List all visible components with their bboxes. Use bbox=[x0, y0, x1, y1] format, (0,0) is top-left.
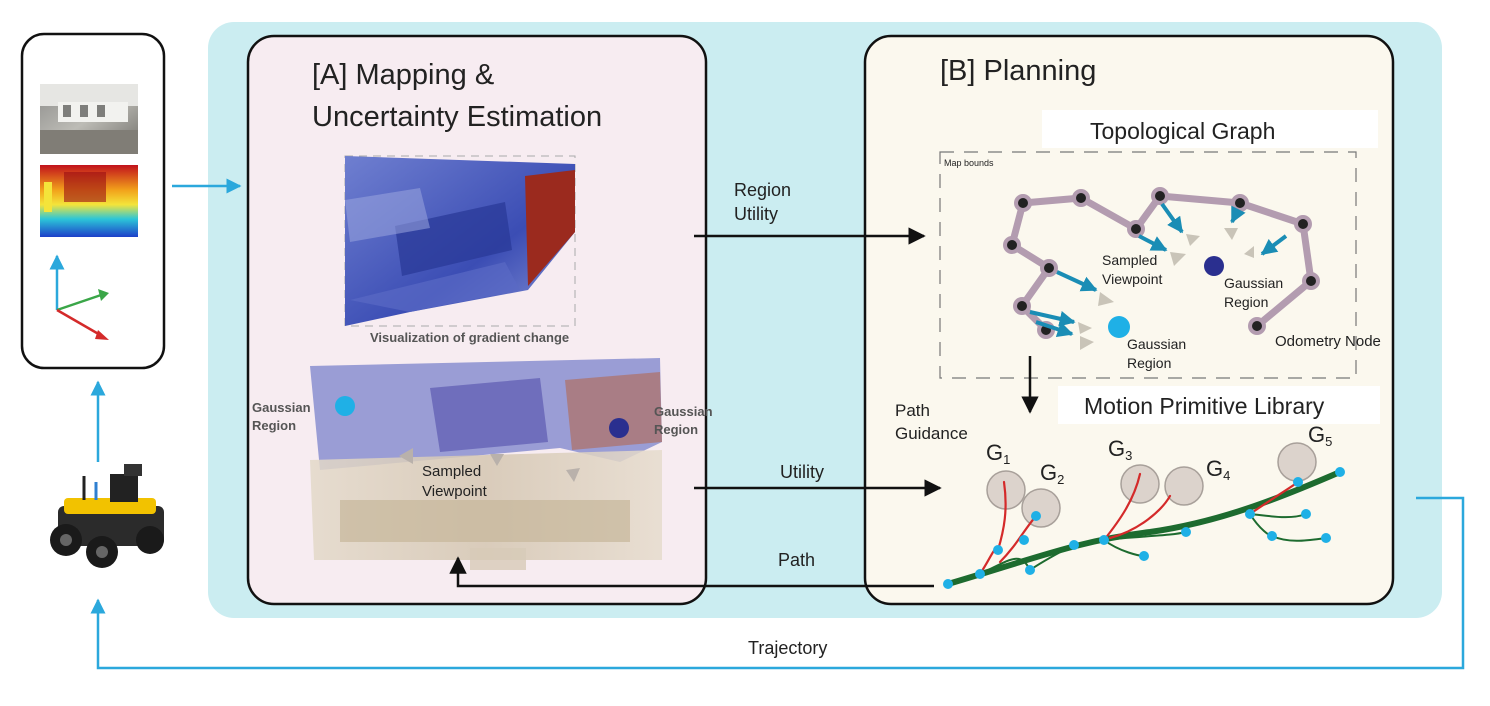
odometry-node bbox=[1248, 317, 1266, 335]
odometry-node bbox=[1040, 259, 1058, 277]
sampled-viewpoint-marker-3 bbox=[566, 468, 580, 482]
trajectory-arrow bbox=[90, 496, 1465, 670]
odometry-node bbox=[1231, 194, 1249, 212]
primitive-waypoint bbox=[1139, 551, 1149, 561]
gaussian-light-label-2: Region bbox=[1127, 355, 1171, 371]
primitive-waypoint bbox=[1245, 509, 1255, 519]
primitive-waypoint bbox=[1267, 531, 1277, 541]
sampled-viewpoint-marker-1 bbox=[399, 448, 413, 464]
panel-b-title: [B] Planning bbox=[940, 55, 1096, 87]
sampled-viewpoint-b-label-2: Viewpoint bbox=[1102, 271, 1163, 287]
map-bounds bbox=[939, 151, 1357, 379]
viewpoint-triangle bbox=[1080, 336, 1094, 350]
gaussian-right-label-1: Gaussian bbox=[654, 404, 713, 419]
panel-planning: [B] Planning Topological Graph Map bound… bbox=[863, 34, 1395, 606]
odometry-node bbox=[1072, 189, 1090, 207]
goal-circle-g3 bbox=[1120, 464, 1160, 504]
gaussian-left-label-2: Region bbox=[252, 418, 296, 433]
primitive-waypoint bbox=[1099, 535, 1109, 545]
primitive-waypoint bbox=[1069, 540, 1079, 550]
primitive-waypoint bbox=[993, 545, 1003, 555]
sampled-viewpoint-marker-2 bbox=[490, 454, 504, 466]
primitive-waypoint bbox=[1293, 477, 1303, 487]
odometry-node bbox=[1013, 297, 1031, 315]
panel-a-title-line1: [A] Mapping & bbox=[312, 59, 494, 91]
odometry-node bbox=[1014, 194, 1032, 212]
topological-graph-header bbox=[1042, 110, 1378, 148]
gaussian-region-left-marker bbox=[335, 396, 355, 416]
goal-labels: G1 G2 G3 G4 G5 bbox=[986, 422, 1332, 487]
gaussian-light-label-1: Gaussian bbox=[1127, 336, 1186, 352]
gaussian-region-right-marker bbox=[609, 418, 629, 438]
goal-label-g3: G3 bbox=[1108, 436, 1132, 463]
goal-label-g5: G5 bbox=[1308, 422, 1332, 449]
primitive-waypoint bbox=[1335, 467, 1345, 477]
goal-circle-g4 bbox=[1164, 466, 1204, 506]
path-guidance-label-2: Guidance bbox=[895, 424, 968, 443]
primitive-waypoints bbox=[943, 467, 1345, 589]
primitive-waypoint bbox=[1321, 533, 1331, 543]
primitive-waypoint bbox=[975, 569, 985, 579]
goal-circle-g5 bbox=[1277, 442, 1317, 482]
viz-caption: Visualization of gradient change bbox=[370, 330, 569, 345]
primitive-waypoint bbox=[1181, 527, 1191, 537]
primitive-waypoint bbox=[1019, 535, 1029, 545]
reconstruction-map bbox=[310, 358, 662, 570]
viewpoint-triangle bbox=[1098, 292, 1114, 306]
gaussian-left-label-1: Gaussian bbox=[252, 400, 311, 415]
map-bounds-label: Map bounds bbox=[944, 158, 994, 168]
viewpoint-triangle bbox=[1170, 252, 1186, 266]
gaussian-region-dark-marker bbox=[1204, 256, 1224, 276]
viewpoint-triangle bbox=[1078, 322, 1092, 334]
sampled-viewpoint-label-1: Sampled bbox=[422, 463, 481, 480]
robot-image bbox=[50, 464, 164, 568]
viewpoint-triangle bbox=[1186, 234, 1200, 246]
topological-graph-title: Topological Graph bbox=[1090, 118, 1275, 144]
path-label: Path bbox=[778, 550, 815, 570]
primitive-waypoint bbox=[1025, 565, 1035, 575]
trajectory-label: Trajectory bbox=[748, 638, 827, 658]
odometry-node bbox=[1294, 215, 1312, 233]
goal-label-g4: G4 bbox=[1206, 456, 1230, 483]
mpl-header bbox=[1058, 386, 1380, 424]
goal-circle-g2 bbox=[1021, 488, 1061, 528]
viewpoint-triangle bbox=[1244, 246, 1254, 258]
gaussian-right-label-2: Region bbox=[654, 422, 698, 437]
panel-a-title-line2: Uncertainty Estimation bbox=[312, 101, 602, 133]
viewpoint-arrows bbox=[1029, 202, 1288, 338]
primitive-waypoint bbox=[1031, 511, 1041, 521]
sampled-viewpoints bbox=[1078, 228, 1254, 350]
odometry-nodes bbox=[1003, 187, 1320, 339]
gradient-change-visualization bbox=[344, 155, 576, 327]
primitive-waypoint bbox=[943, 579, 953, 589]
region-utility-label-1: Region bbox=[734, 180, 791, 200]
coordinate-axes-icon bbox=[49, 254, 109, 340]
gaussian-dark-label-2: Region bbox=[1224, 294, 1268, 310]
gaussian-dark-label-1: Gaussian bbox=[1224, 275, 1283, 291]
goal-circles bbox=[986, 442, 1317, 528]
primitive-waypoint bbox=[1301, 509, 1311, 519]
path-arrow bbox=[449, 556, 934, 588]
sensor-input-box bbox=[20, 32, 166, 370]
odometry-node-label: Odometry Node bbox=[1275, 333, 1381, 350]
mpl-title: Motion Primitive Library bbox=[1084, 393, 1325, 419]
goal-label-g2: G2 bbox=[1040, 460, 1064, 487]
panel-mapping: [A] Mapping & Uncertainty Estimation Vis… bbox=[246, 34, 713, 606]
depth-image bbox=[40, 165, 138, 237]
gaussian-region-light-marker bbox=[1108, 316, 1130, 338]
utility-label: Utility bbox=[780, 462, 824, 482]
sampled-viewpoint-label-2: Viewpoint bbox=[422, 483, 488, 500]
rgb-image bbox=[40, 84, 138, 154]
odometry-node bbox=[1003, 236, 1021, 254]
path-guidance-label-1: Path bbox=[895, 401, 930, 420]
odometry-node bbox=[1151, 187, 1169, 205]
odometry-node bbox=[1127, 220, 1145, 238]
odometry-node bbox=[1302, 272, 1320, 290]
viewpoint-triangle bbox=[1224, 228, 1238, 240]
region-utility-label-2: Utility bbox=[734, 204, 778, 224]
sampled-viewpoint-b-label-1: Sampled bbox=[1102, 252, 1157, 268]
goal-label-g1: G1 bbox=[986, 440, 1010, 467]
